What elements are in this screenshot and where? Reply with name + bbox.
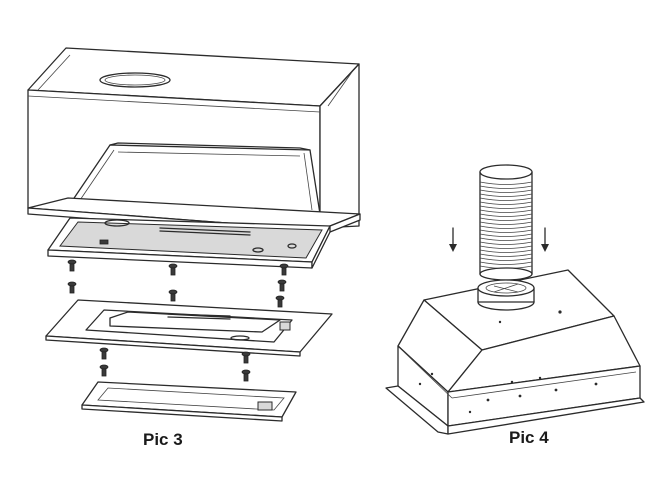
duct-rib [479, 233, 533, 237]
duct-rib [479, 181, 533, 185]
duct-rib [479, 221, 533, 225]
screws-row-2 [99, 347, 251, 382]
duct-rib [479, 185, 533, 189]
duct-rib [479, 205, 533, 209]
duct-rib [479, 249, 533, 253]
duct-rib [479, 201, 533, 205]
duct-rib [479, 225, 533, 229]
duct-rib [479, 257, 533, 261]
duct-rib [479, 261, 533, 265]
pic4-caption: Pic 4 [509, 428, 549, 447]
duct-rib [479, 253, 533, 257]
screws-row-1 [67, 259, 289, 308]
duct-rib [479, 217, 533, 221]
duct-rib [479, 189, 533, 193]
hood-insert [47, 217, 331, 269]
down-arrow-left [449, 227, 457, 252]
down-arrow-right [541, 227, 549, 252]
duct-rib [479, 213, 533, 217]
range-hood [385, 269, 645, 435]
filter-plate [81, 381, 297, 422]
duct-rib [479, 237, 533, 241]
pic4-illustration [385, 164, 645, 435]
duct-rib [479, 193, 533, 197]
filter-frame [45, 299, 333, 357]
cabinet [27, 47, 361, 237]
duct-rib [479, 245, 533, 249]
pic3-illustration [27, 47, 361, 422]
duct-rib [479, 209, 533, 213]
duct-rib [479, 241, 533, 245]
duct-rib [479, 229, 533, 233]
pic3-caption: Pic 3 [143, 430, 183, 449]
duct-rib [479, 197, 533, 201]
flex-duct [479, 164, 533, 281]
